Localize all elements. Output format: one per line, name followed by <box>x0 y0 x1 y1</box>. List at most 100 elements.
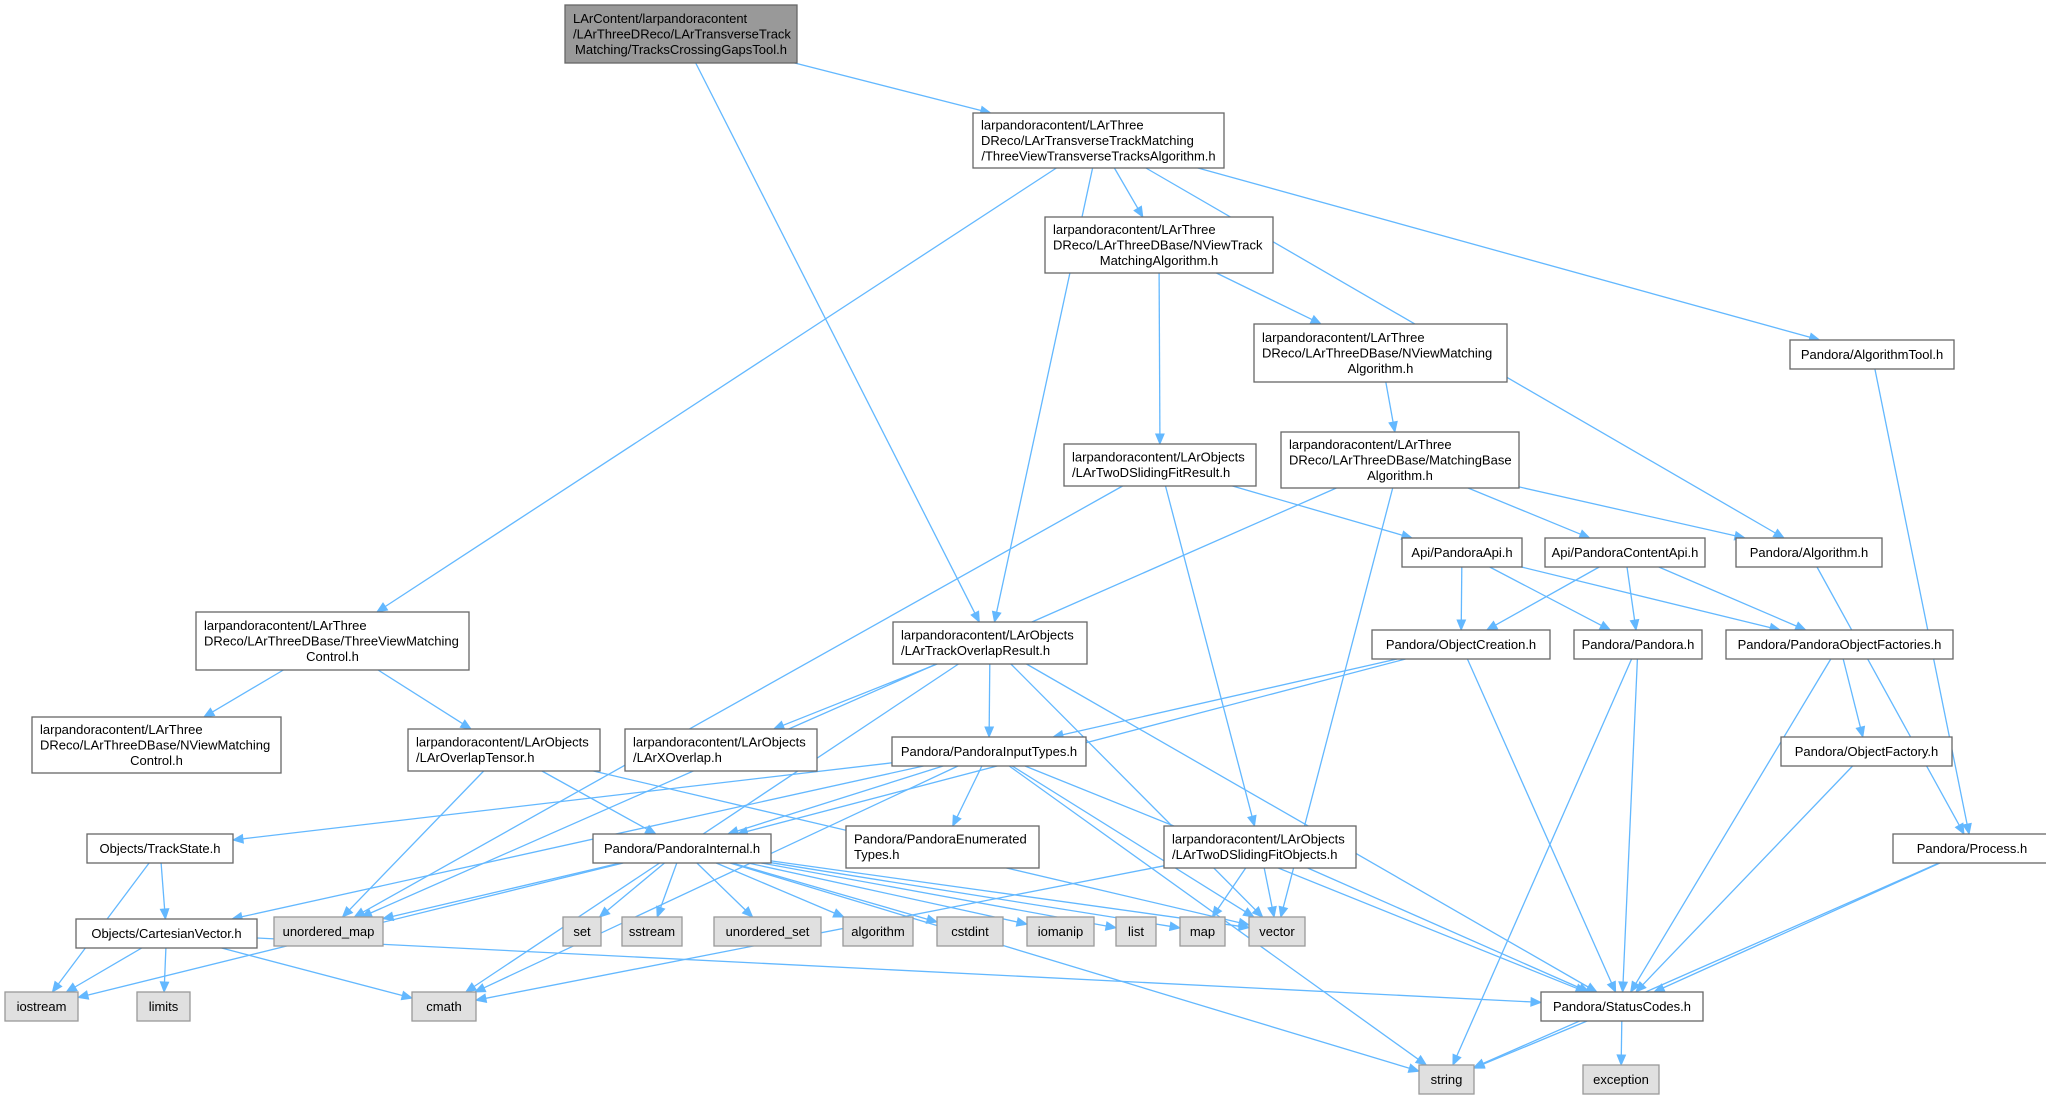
node-pof[interactable]: Pandora/PandoraObjectFactories.h <box>1725 629 1954 660</box>
edge-line <box>1635 658 1832 984</box>
node-label-line: unordered_map <box>283 924 375 939</box>
node-tvmc[interactable]: larpandoracontent/LArThreeDReco/LArThree… <box>195 611 470 671</box>
node-root[interactable]: LArContent/larpandoracontent/LArThreeDRe… <box>564 4 798 64</box>
include-edge-pof-to-sc <box>1630 658 1832 994</box>
node-label-line: limits <box>149 999 179 1014</box>
edge-arrowhead <box>1616 1054 1627 1067</box>
include-edge-root-to-tvtt <box>794 62 992 116</box>
node-label-line: /LArThreeDReco/LArTransverseTrack <box>573 26 791 41</box>
include-edge-tvtt-to-tvmc <box>375 167 1057 613</box>
edge-arrowhead <box>1472 1059 1486 1069</box>
edge-arrowhead <box>952 814 962 828</box>
include-edge-api-to-objc <box>1456 566 1467 632</box>
edge-line <box>1460 566 1463 621</box>
node-box <box>1280 431 1520 489</box>
node-pint[interactable]: Pandora/PandoraInternal.h <box>592 833 772 864</box>
node-box <box>1179 916 1226 947</box>
node-alg[interactable]: Pandora/Algorithm.h <box>1735 537 1883 568</box>
edge-arrowhead <box>984 726 995 739</box>
edge-arrowhead <box>1237 921 1251 932</box>
include-edge-pint-to-map <box>770 862 1182 932</box>
node-of[interactable]: Pandora/ObjectFactory.h <box>1780 736 1953 767</box>
node-label-line: Pandora/Process.h <box>1917 841 2028 856</box>
node-nvm[interactable]: larpandoracontent/LArThreeDReco/LArThree… <box>1253 323 1508 383</box>
include-edge-tor-to-vector <box>1010 663 1264 918</box>
node-tdsfo[interactable]: larpandoracontent/LArObjects/LArTwoDSlid… <box>1163 825 1357 869</box>
include-edge-mba-to-capi <box>1467 487 1591 539</box>
edge-arrowhead <box>1452 1053 1462 1067</box>
node-limits: limits <box>136 991 191 1022</box>
edge-line <box>241 765 924 918</box>
node-tdsfr[interactable]: larpandoracontent/LArObjects/LArTwoDSlid… <box>1063 443 1257 487</box>
edge-arrowhead <box>1247 814 1257 828</box>
node-proc[interactable]: Pandora/Process.h <box>1892 833 2046 864</box>
node-ts[interactable]: Objects/TrackState.h <box>86 833 234 864</box>
node-box <box>1115 916 1157 947</box>
edge-arrowhead <box>1251 906 1264 918</box>
edge-arrowhead <box>1585 982 1598 993</box>
node-mba[interactable]: larpandoracontent/LArThreeDReco/LArThree… <box>1280 431 1520 489</box>
edge-line <box>1842 658 1862 728</box>
node-objc[interactable]: Pandora/ObjectCreation.h <box>1371 629 1551 660</box>
edge-arrowhead <box>473 983 487 993</box>
edge-arrowhead <box>1629 618 1640 632</box>
include-edge-root-to-tor <box>695 62 980 624</box>
edge-arrowhead <box>1278 905 1289 919</box>
include-edge-pint-to-list <box>761 862 1118 931</box>
node-xo[interactable]: larpandoracontent/LArObjects/LArXOverlap… <box>624 728 818 772</box>
edge-arrowhead <box>1954 822 1965 836</box>
node-box <box>1582 1064 1660 1095</box>
edge-line <box>732 862 928 920</box>
node-nvtm[interactable]: larpandoracontent/LArThreeDReco/LArThree… <box>1044 216 1274 274</box>
node-list: list <box>1115 916 1157 947</box>
edge-arrowhead <box>202 707 216 718</box>
node-ot[interactable]: larpandoracontent/LArObjects/LArOverlapT… <box>407 728 601 772</box>
node-label-line: set <box>573 924 591 939</box>
edge-line <box>606 862 665 912</box>
edge-line <box>1467 487 1581 535</box>
node-tor[interactable]: larpandoracontent/LArObjects/LArTrackOve… <box>892 621 1088 665</box>
edge-line <box>1816 566 1960 826</box>
edge-line <box>473 663 959 988</box>
node-nvmc[interactable]: larpandoracontent/LArThreeDReco/LArThree… <box>31 716 282 774</box>
edge-arrowhead <box>1104 921 1118 931</box>
node-label-line: iostream <box>17 999 67 1014</box>
node-label-line: vector <box>1259 924 1295 939</box>
node-capi[interactable]: Api/PandoraContentApi.h <box>1544 537 1706 568</box>
node-sc[interactable]: Pandora/StatusCodes.h <box>1540 991 1704 1022</box>
node-label-line: DReco/LArThreeDBase/NViewMatching <box>1262 345 1492 360</box>
include-edge-ts-to-cv <box>159 862 170 921</box>
node-box <box>1026 916 1095 947</box>
include-edge-pint-to-iomanip <box>747 862 1029 927</box>
edge-line <box>770 860 1240 927</box>
edge-line <box>1164 485 1253 817</box>
edge-line <box>1620 1020 1623 1056</box>
node-label-line: Api/PandoraContentApi.h <box>1552 545 1699 560</box>
edge-arrowhead <box>381 911 395 922</box>
node-label-line: DReco/LArTransverseTrackMatching <box>981 133 1194 148</box>
include-edge-sc-to-exception <box>1616 1020 1627 1067</box>
node-box <box>1544 537 1706 568</box>
edge-line <box>362 485 1123 913</box>
node-box <box>1401 537 1523 568</box>
node-label-line: cstdint <box>951 924 989 939</box>
edge-line <box>1495 566 1600 626</box>
node-box <box>562 916 602 947</box>
edge-arrowhead <box>76 990 90 1000</box>
node-pandora[interactable]: Pandora/Pandora.h <box>1573 629 1703 660</box>
edge-line <box>1024 765 1577 989</box>
node-api[interactable]: Api/PandoraApi.h <box>1401 537 1523 568</box>
edge-arrowhead <box>1456 619 1467 632</box>
node-label-line: larpandoracontent/LArObjects <box>901 628 1074 643</box>
edge-line <box>1466 658 1613 984</box>
include-edge-pint-to-cstdint <box>732 862 939 924</box>
node-label-line: larpandoracontent/LArObjects <box>1072 450 1245 465</box>
node-algtool[interactable]: Pandora/AlgorithmTool.h <box>1789 339 1955 370</box>
node-tvtt[interactable]: larpandoracontent/LArThreeDReco/LArTrans… <box>972 112 1225 169</box>
node-pit[interactable]: Pandora/PandoraInputTypes.h <box>891 736 1087 767</box>
include-edge-pint-to-vector <box>770 860 1251 932</box>
node-cv[interactable]: Objects/CartesianVector.h <box>75 918 258 949</box>
node-box <box>972 112 1225 169</box>
edge-line <box>1062 658 1398 736</box>
